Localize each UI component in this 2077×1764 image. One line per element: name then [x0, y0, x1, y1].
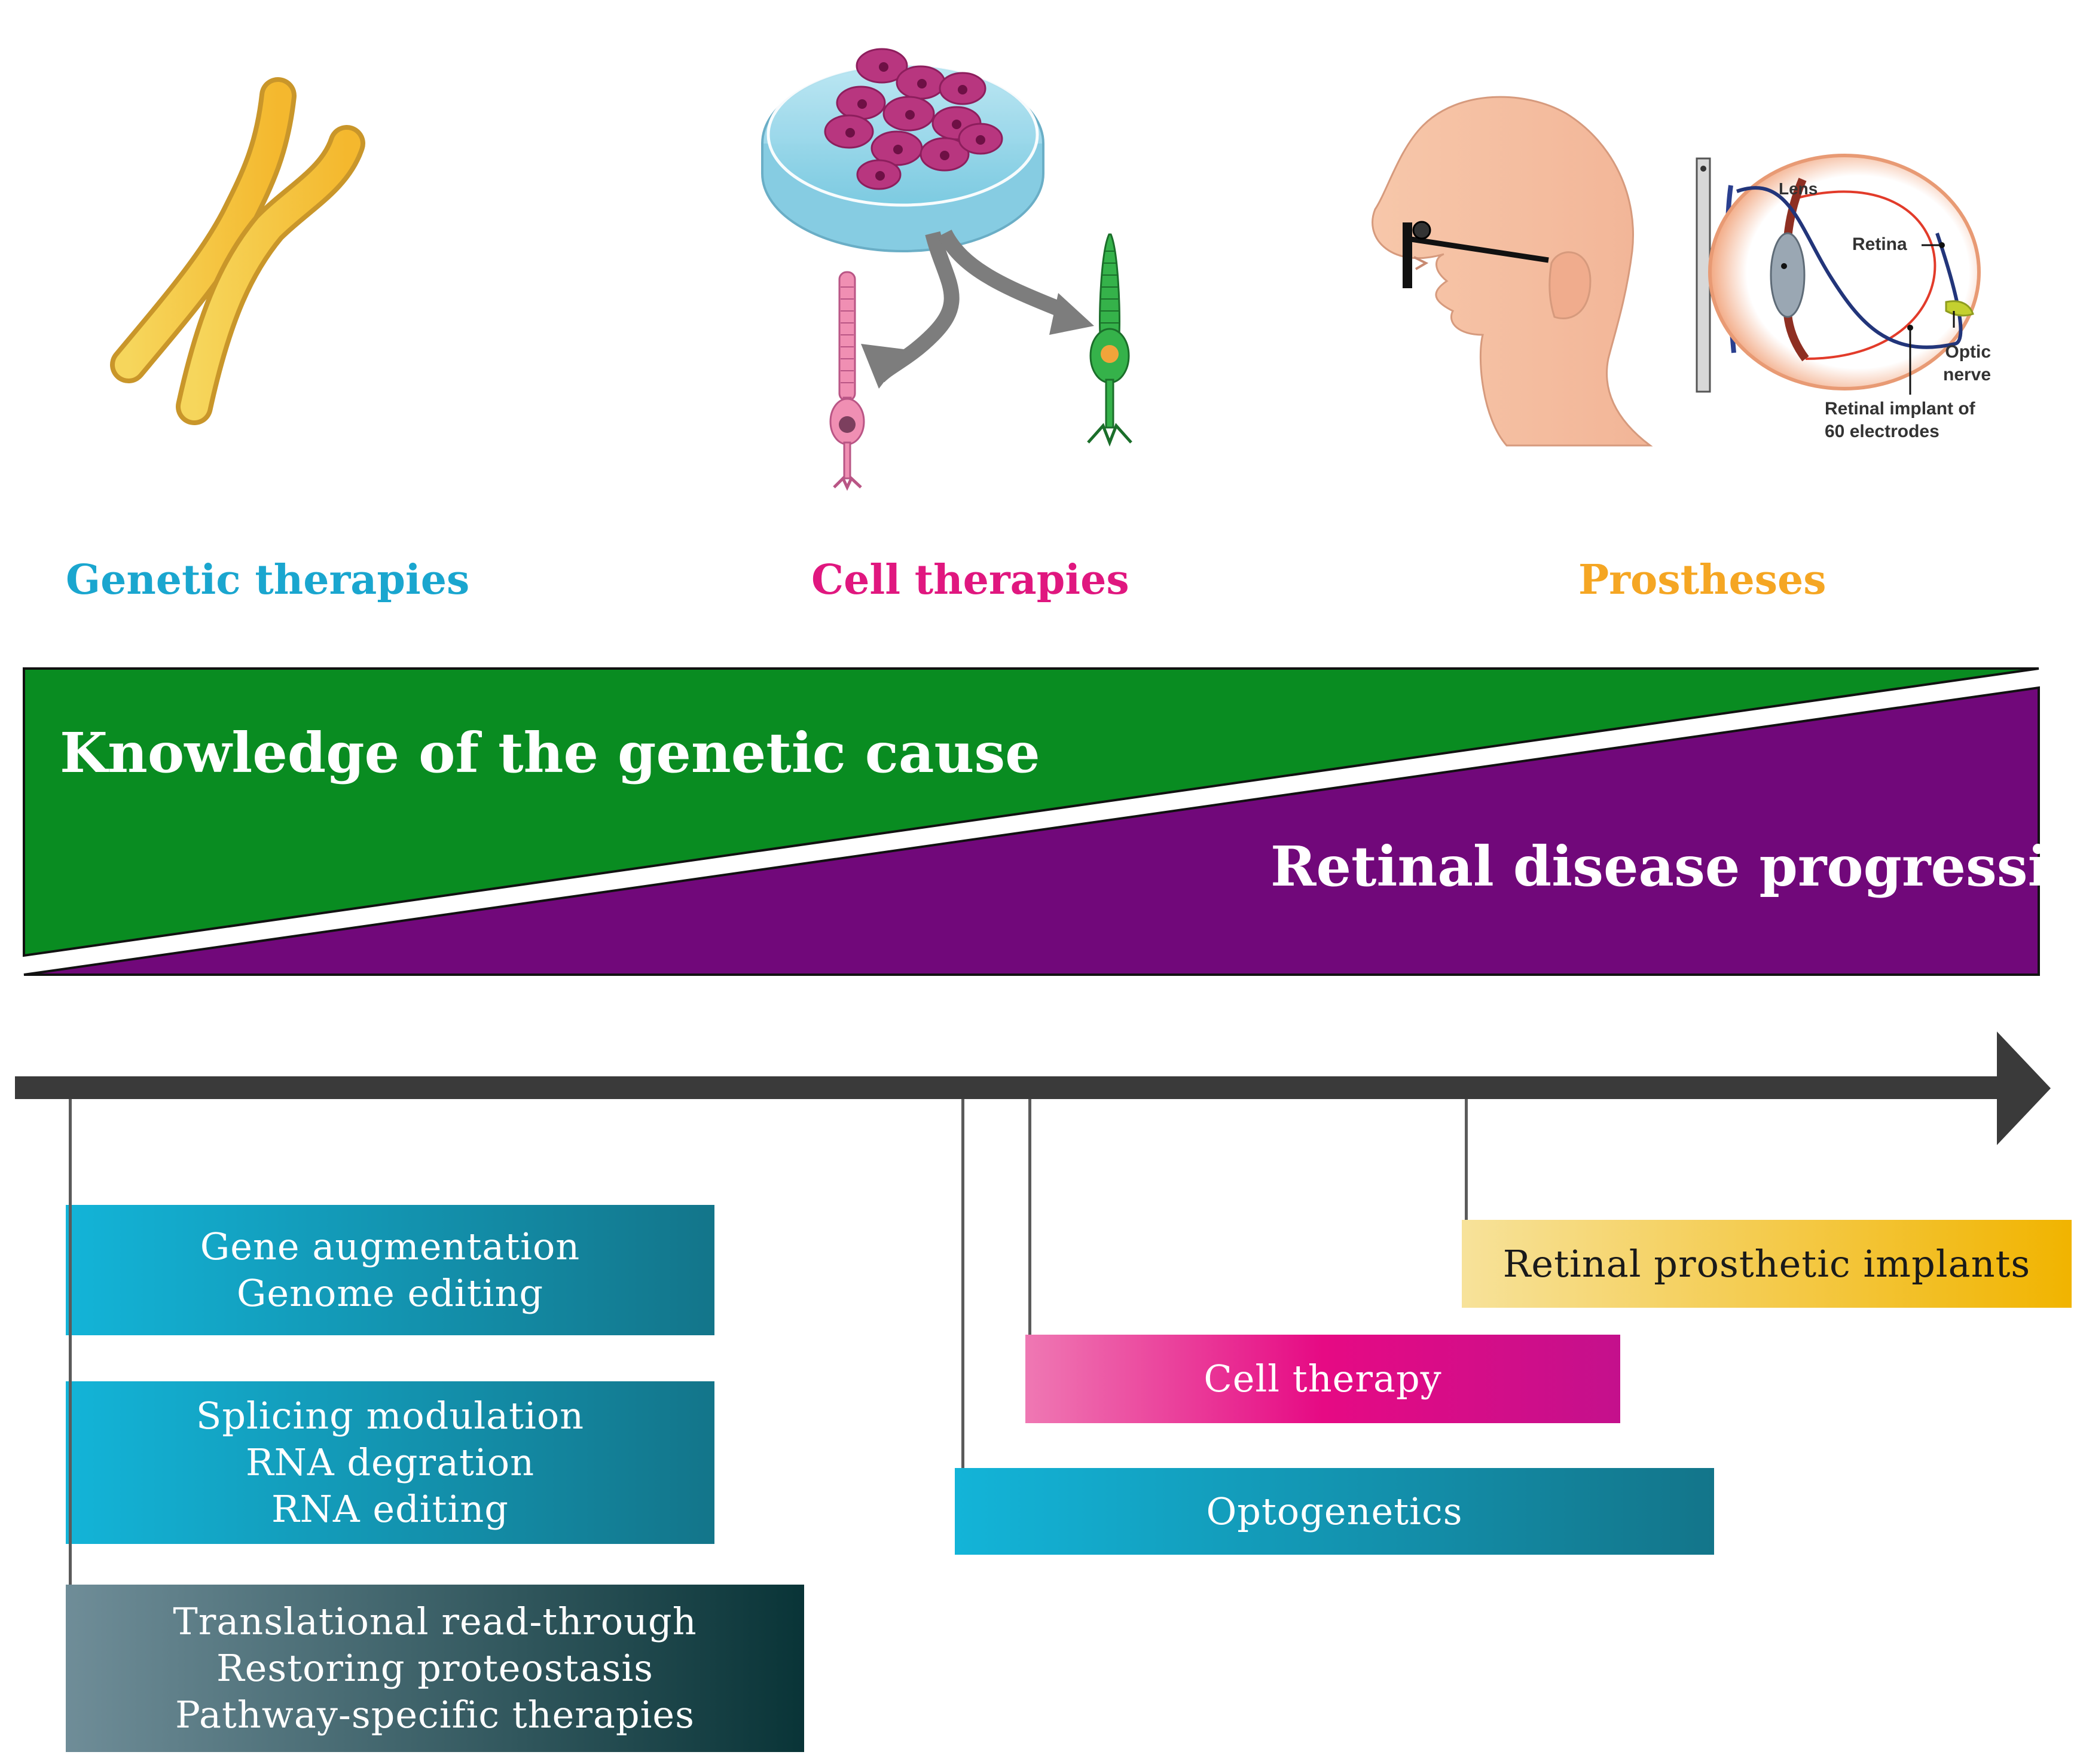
petri-dish-icon	[761, 48, 1044, 252]
prostheses-title: Prostheses	[1578, 556, 1826, 604]
eye-diagram	[1696, 154, 1981, 395]
chromosome-icon	[110, 77, 365, 425]
prosthetic-label: Retinal prosthetic implants	[1502, 1241, 2031, 1286]
rna-box-bg	[66, 1381, 714, 1544]
optogenetics-box-bg	[955, 1468, 1714, 1555]
gene-box: Gene augmentation Genome editing	[66, 1205, 714, 1335]
differentiation-arrows	[861, 229, 1094, 389]
cell-therapy-box-bg	[1025, 1335, 1620, 1423]
optogenetics-label: Optogenetics	[1206, 1489, 1463, 1533]
eye-label-retina: Retina	[1852, 234, 1907, 254]
rod-photoreceptor-icon	[829, 271, 865, 491]
eye-label-nerve: nerve	[1943, 365, 1992, 384]
eye-label-implant-line2: 60 electrodes	[1825, 422, 1939, 441]
connector-prosthetic	[1465, 1099, 1468, 1220]
eye-label-implant: Retinal implant of 60 electrodes	[1825, 398, 1975, 443]
connector-optogenetics	[961, 1099, 964, 1468]
pathway-specific-label: Pathway-specific therapies	[175, 1693, 695, 1736]
connector-genetic	[69, 1099, 72, 1585]
eye-label-lens: Lens	[1779, 179, 1818, 198]
rna-editing-label: RNA editing	[271, 1487, 509, 1531]
knowledge-progression-band	[23, 667, 2040, 976]
prosthetic-box: Retinal prosthetic implants	[1462, 1220, 2072, 1308]
gene-box-bg	[66, 1205, 714, 1335]
rna-box: Splicing modulation RNA degration RNA ed…	[66, 1381, 714, 1544]
cell-therapies-title: Cell therapies	[811, 556, 1129, 604]
splicing-modulation-label: Splicing modulation	[196, 1394, 585, 1438]
prosthetic-box-bg	[1462, 1220, 2072, 1308]
progression-label: Retinal disease progression	[1270, 834, 2077, 899]
protein-box-bg	[66, 1585, 804, 1752]
progression-band	[23, 686, 2040, 976]
cell-therapy-label: Cell therapy	[1204, 1357, 1442, 1400]
rna-degration-label: RNA degration	[245, 1441, 535, 1484]
knowledge-label: Knowledge of the genetic cause	[60, 721, 1040, 785]
timeline-arrow	[15, 1031, 2051, 1145]
cone-photoreceptor-icon	[1087, 233, 1132, 447]
optogenetics-box: Optogenetics	[955, 1468, 1714, 1555]
proteostasis-label: Restoring proteostasis	[216, 1646, 653, 1690]
protein-box: Translational read-through Restoring pro…	[66, 1585, 804, 1752]
eye-label-implant-line1: Retinal implant of	[1825, 399, 1975, 419]
cell-therapy-box: Cell therapy	[1025, 1335, 1620, 1423]
knowledge-band	[23, 667, 2039, 957]
gene-augmentation-label: Gene augmentation	[200, 1225, 581, 1268]
head-with-glasses-icon	[1372, 96, 1653, 447]
connector-cell-therapy	[1028, 1099, 1031, 1335]
genetic-therapies-title: Genetic therapies	[66, 556, 470, 604]
genome-editing-label: Genome editing	[236, 1271, 544, 1315]
read-through-label: Translational read-through	[173, 1600, 697, 1643]
eye-label-optic: Optic	[1945, 342, 1992, 362]
eye-label-optic-nerve: Optic nerve	[1943, 341, 1991, 386]
